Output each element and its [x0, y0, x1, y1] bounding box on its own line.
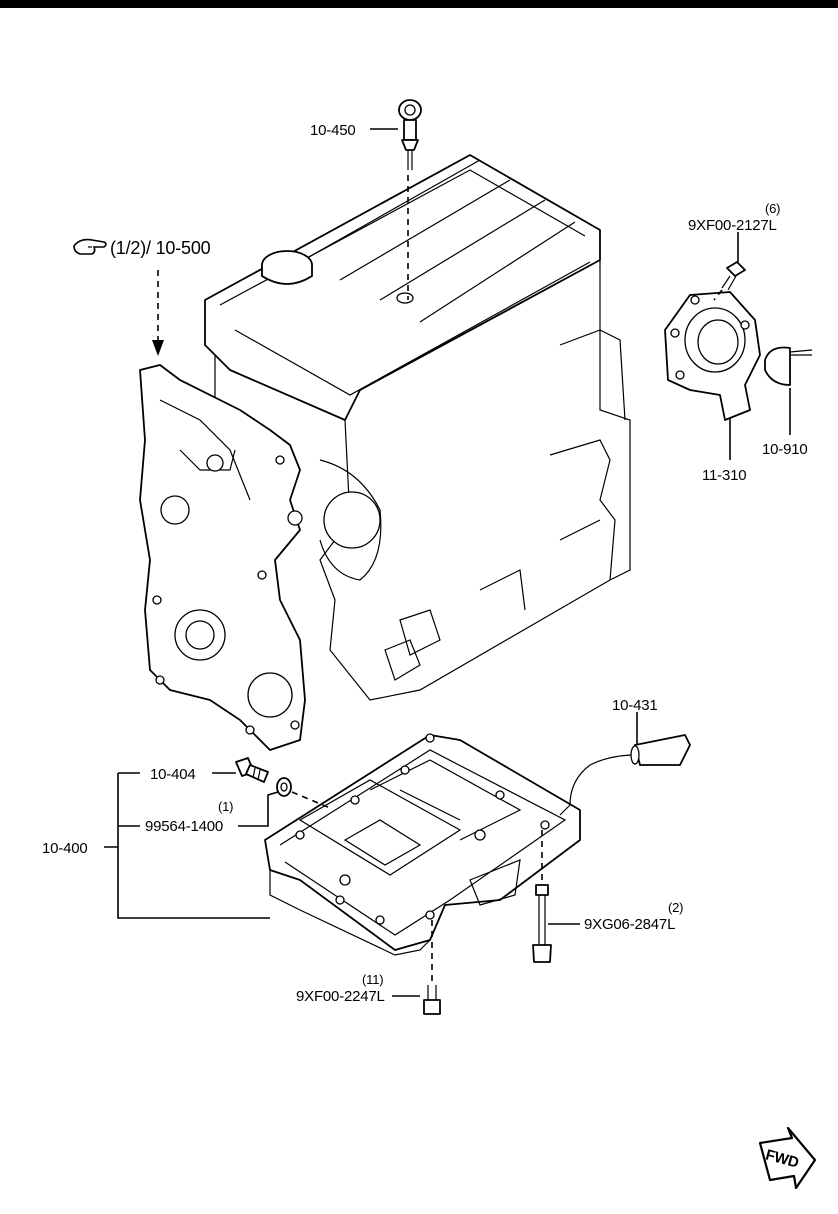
washer-callout-line — [238, 791, 279, 827]
oil-pan-part — [264, 733, 581, 956]
seal-housing-label: 11-310 — [702, 467, 746, 484]
pan-bolt-qty-label: (11) — [362, 972, 383, 987]
top-border — [0, 0, 838, 8]
drain-plug-leader — [291, 791, 331, 809]
washer-label: 99564-1400 — [145, 818, 223, 835]
washer-part — [276, 777, 292, 797]
oil-pan-label: 10-400 — [42, 840, 88, 857]
fwd-arrow-icon: FWD — [758, 1126, 817, 1190]
pan-bolt-part — [423, 985, 441, 1015]
front-timing-cover — [139, 364, 306, 751]
drain-plug-part — [235, 757, 269, 783]
sensor-label: 10-431 — [612, 697, 658, 714]
dipstick-part — [398, 99, 422, 170]
long-bolt-label: 9XG06-2847L — [584, 916, 675, 933]
dipstick-label: 10-450 — [310, 122, 356, 139]
drain-plug-label: 10-404 — [150, 766, 196, 783]
oil-seal-label: 10-910 — [762, 441, 808, 458]
washer-qty-label: (1) — [218, 799, 233, 814]
oil-pan-bracket-line — [104, 772, 270, 919]
housing-bolt-part — [721, 261, 746, 291]
long-bolt-qty-label: (2) — [668, 900, 683, 915]
pointing-hand-icon — [73, 238, 107, 255]
oil-seal-housing-part — [664, 291, 761, 421]
engine-block — [204, 154, 631, 701]
oil-level-sensor-part — [559, 734, 691, 816]
bolt-top-label: 9XF00-2127L — [688, 217, 777, 234]
housing-bolt-leader — [713, 289, 723, 301]
front-cover-ref-arrowhead — [152, 340, 164, 356]
long-bolt-part — [532, 884, 552, 963]
front-cover-ref-label: (1/2)/ 10-500 — [110, 238, 211, 258]
pan-bolt-label: 9XF00-2247L — [296, 988, 385, 1005]
bolt-top-qty-label: (6) — [765, 201, 780, 216]
oil-seal-part — [764, 346, 813, 386]
